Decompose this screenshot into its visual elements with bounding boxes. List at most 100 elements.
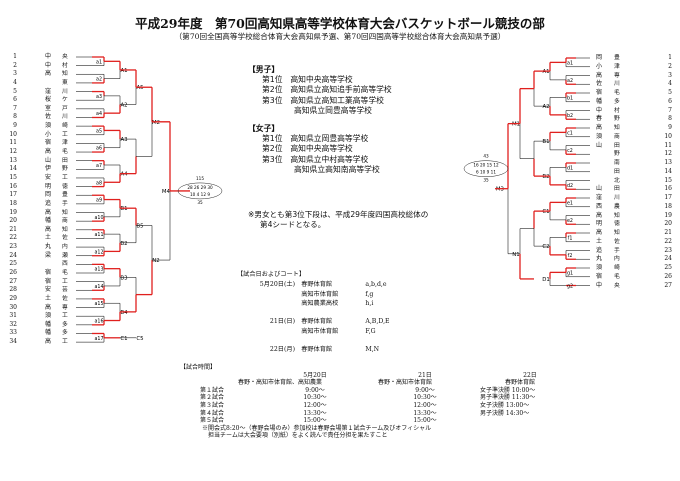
left-team-name: 丸 bbox=[44, 243, 51, 251]
left-team-sub: 工 bbox=[62, 339, 68, 346]
game-label: 35 bbox=[483, 178, 489, 183]
right-team-sub: 田 bbox=[614, 142, 620, 149]
right-team-name: 高 bbox=[595, 124, 602, 131]
left-team-name: 岡 bbox=[44, 191, 51, 199]
schedule-heading: 【試合日およびコート】 bbox=[237, 271, 306, 278]
left-team-number: 22 bbox=[9, 234, 17, 242]
left-team-number: 5 bbox=[13, 87, 17, 95]
right-team-number: 23 bbox=[664, 246, 672, 254]
game-label: 28 26 29 30 bbox=[187, 185, 213, 190]
left-team-sub: 芸 bbox=[62, 287, 68, 294]
game-label: M4 bbox=[162, 189, 171, 195]
game-label: A1 bbox=[120, 68, 127, 74]
left-team-sub: 川 bbox=[62, 114, 68, 121]
game-label: a2 bbox=[567, 78, 573, 84]
left-team-name: 高 bbox=[44, 338, 51, 346]
left-team-number: 31 bbox=[9, 312, 17, 320]
right-team-sub: 知 bbox=[614, 125, 620, 131]
right-team-sub: 徳 bbox=[614, 221, 620, 228]
left-team-sub: 内 bbox=[62, 244, 68, 251]
left-team-number: 2 bbox=[13, 61, 17, 69]
left-team-sub: 多 bbox=[62, 321, 68, 328]
left-team-name: 伊 bbox=[44, 165, 51, 173]
left-team-sub: 津 bbox=[62, 140, 68, 147]
left-team-name: 梁 bbox=[44, 251, 51, 259]
left-team-sub: ケ bbox=[62, 97, 68, 104]
right-team-name: 高 bbox=[595, 229, 602, 236]
right-team-name: 丸 bbox=[595, 255, 602, 263]
left-team-sub: 佐 bbox=[62, 295, 68, 302]
left-team-sub: 商 bbox=[62, 218, 68, 225]
left-team-sub: 工 bbox=[62, 278, 68, 285]
right-team-sub: 崎 bbox=[614, 265, 620, 271]
game-label: M2 bbox=[152, 120, 160, 126]
left-team-sub: 毛 bbox=[62, 270, 68, 276]
left-team-name: 幡 bbox=[44, 329, 51, 337]
right-team-sub: 内 bbox=[614, 256, 620, 263]
girls-rank-2: 第2位 高知中央高等学校 bbox=[262, 144, 353, 154]
left-team-number: 3 bbox=[13, 70, 17, 78]
game-label: a3 bbox=[96, 94, 102, 100]
right-team-number: 6 bbox=[668, 97, 672, 105]
game-label: a7 bbox=[96, 163, 102, 169]
left-team-number: 30 bbox=[9, 303, 17, 311]
game-label: B3 bbox=[120, 275, 127, 281]
left-team-number: 26 bbox=[9, 269, 17, 276]
right-team-number: 15 bbox=[664, 176, 672, 184]
right-team-number: 16 bbox=[664, 185, 672, 193]
right-team-number: 1 bbox=[668, 54, 672, 61]
left-team-name: 幡 bbox=[44, 217, 51, 225]
right-team-name: 中 bbox=[595, 106, 602, 114]
left-team-number: 1 bbox=[13, 53, 17, 60]
left-team-number: 13 bbox=[9, 156, 17, 164]
game-label: a14 bbox=[94, 284, 103, 290]
seed-note: ※男女とも第3位下段は、平成29年度四国高校総体の 第4シードとなる。 bbox=[248, 210, 429, 229]
left-team-number: 18 bbox=[9, 199, 17, 207]
game-label: g1 bbox=[567, 270, 573, 276]
game-label: a16 bbox=[94, 319, 103, 325]
times-venues: 春野・高知市体育館、高知農業春野・高知市体育館春野体育館 bbox=[237, 379, 535, 387]
boys-rank-3b: 高知県立岡豊高等学校 bbox=[294, 105, 372, 115]
right-team-name: 佐 bbox=[595, 80, 602, 88]
final-score-outline bbox=[177, 182, 223, 200]
right-team-number: 17 bbox=[664, 194, 672, 201]
left-team-number: 34 bbox=[9, 338, 17, 346]
game-label: a12 bbox=[94, 249, 103, 255]
schedule-row: 高知市体育館 f,g bbox=[301, 290, 374, 298]
schedule-row: 高知農業高校 h,i bbox=[301, 300, 374, 308]
results-block: 【男子】 第1位 高知中央高等学校 第2位 高知県立高知追手前高等学校 第3位 … bbox=[248, 65, 392, 175]
game-label: d1 bbox=[567, 165, 573, 171]
game-label: a8 bbox=[96, 180, 102, 186]
right-team-sub: 央 bbox=[614, 282, 620, 289]
game-label: B2 bbox=[542, 174, 549, 180]
game-label: a17 bbox=[94, 336, 103, 342]
game-label: d2 bbox=[567, 183, 573, 189]
game-label: C2 bbox=[542, 244, 549, 250]
right-team-sub: 野 bbox=[614, 116, 620, 123]
left-team-name: 中 bbox=[44, 61, 51, 69]
right-team-sub: 豊 bbox=[614, 55, 620, 61]
right-team-name: 春 bbox=[595, 115, 602, 123]
schedule-row: 21日(日) 春野体育館 A,B,D,E bbox=[269, 318, 390, 326]
right-team-name: 岡 bbox=[595, 54, 602, 61]
game-label: B5 bbox=[136, 223, 143, 229]
right-team-sub: 川 bbox=[614, 195, 620, 201]
right-team-number: 18 bbox=[664, 202, 672, 210]
game-label: A3 bbox=[120, 137, 127, 143]
left-team-sub: 豊 bbox=[62, 192, 68, 199]
right-team-number: 9 bbox=[668, 124, 672, 131]
left-team-number: 23 bbox=[9, 243, 17, 251]
left-team-name: 宿 bbox=[44, 277, 51, 285]
left-team-sub: 央 bbox=[62, 54, 68, 60]
left-team-name: 幡 bbox=[44, 320, 51, 328]
game-label: a13 bbox=[94, 267, 103, 273]
left-team-sub: 知 bbox=[62, 226, 68, 233]
left-team-number: 25 bbox=[9, 260, 17, 268]
left-team-number: 32 bbox=[9, 320, 17, 328]
left-team-number: 8 bbox=[13, 113, 17, 121]
right-team-name: 明 bbox=[595, 220, 602, 228]
left-team-name: 宿 bbox=[44, 269, 51, 276]
left-team-number: 24 bbox=[9, 251, 17, 259]
game-label: a4 bbox=[96, 111, 102, 117]
